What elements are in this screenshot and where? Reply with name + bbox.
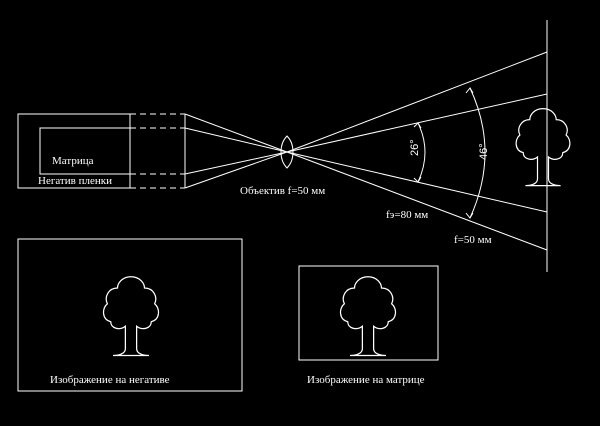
matrix-image-frame [298,265,439,361]
negative-image-caption: Изображение на негативе [50,374,170,386]
ray-film-top [184,113,288,153]
tree-icon [102,276,160,357]
equiv-focal-label: fэ=80 мм [386,209,428,221]
ray-wide-top [286,51,548,153]
ray-matrix-bottom [184,151,288,175]
angle-arc-26 [417,122,426,183]
ray-matrix-top [184,127,288,153]
arrowhead [465,87,474,94]
angle-arc-46 [469,87,486,219]
angle-26-label: 26° [409,139,421,156]
ray-narrow-bottom [286,151,548,213]
arrowhead [465,212,474,219]
film-negative-label: Негатив пленки [38,175,112,187]
matrix-label: Матрица [52,155,94,167]
arrowhead [413,176,422,183]
angle-46-label: 46° [478,143,490,160]
ray-wide-bottom [286,151,548,251]
lens-label: Объектив f=50 мм [240,185,325,197]
arrowhead [413,122,422,129]
negative-image-frame [17,238,243,392]
lens-icon [280,135,294,169]
tree-icon [339,276,397,357]
matrix-image-caption: Изображение на матрице [307,374,425,386]
focal-label: f=50 мм [454,234,492,246]
tree-icon [515,107,571,187]
ray-narrow-top [286,93,548,153]
ray-film-bottom [184,151,288,189]
matrix-frame [39,127,131,175]
